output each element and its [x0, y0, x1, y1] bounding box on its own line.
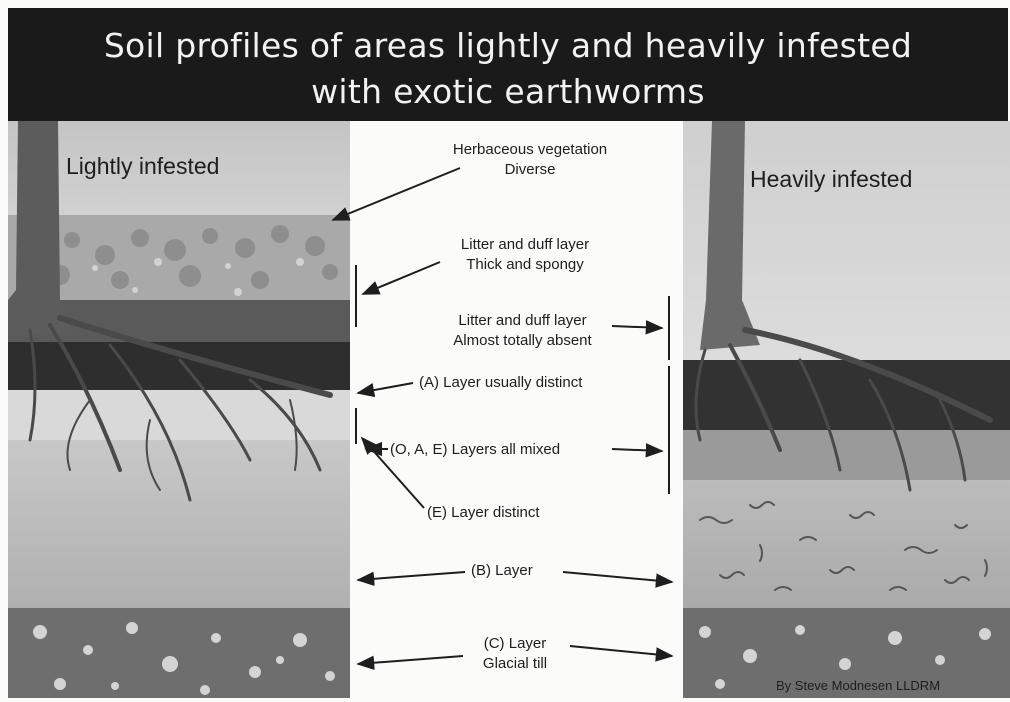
label-litter-absent-line2: Almost totally absent	[425, 331, 620, 351]
label-herbaceous-line1: Herbaceous vegetation	[425, 140, 635, 160]
arrow-c-left	[358, 656, 463, 664]
arrow-c-right	[570, 646, 672, 656]
label-litter-absent-line1: Litter and duff layer	[425, 311, 620, 331]
label-litter-thick: Litter and duff layer Thick and spongy	[425, 235, 625, 275]
label-litter-thick-line1: Litter and duff layer	[425, 235, 625, 255]
label-litter-thick-line2: Thick and spongy	[425, 255, 625, 275]
label-b-layer: (B) Layer	[471, 561, 533, 581]
label-herbaceous: Herbaceous vegetation Diverse	[425, 140, 635, 180]
arrow-b-left	[358, 572, 465, 580]
label-litter-absent: Litter and duff layer Almost totally abs…	[425, 311, 620, 351]
arrow-a-layer	[358, 383, 413, 393]
label-e-layer: (E) Layer distinct	[427, 503, 540, 523]
heavy-panel	[683, 121, 1010, 698]
arrow-b-right	[563, 572, 672, 582]
label-mixed-layers: (O, A, E) Layers all mixed	[390, 440, 560, 460]
heading-heavily-infested: Heavily infested	[750, 166, 912, 193]
a-horizon	[8, 342, 350, 390]
b-horizon-heavy	[683, 480, 1010, 608]
label-a-layer: (A) Layer usually distinct	[419, 373, 582, 393]
arrow-mixed-right	[612, 449, 662, 451]
label-c-layer-line1: (C) Layer	[460, 634, 570, 654]
label-c-layer-line2: Glacial till	[460, 654, 570, 674]
label-herbaceous-line2: Diverse	[425, 160, 635, 180]
a-horizon-heavy	[683, 360, 1010, 430]
label-c-layer: (C) Layer Glacial till	[460, 634, 570, 674]
illustration-credit: By Steve Modnesen LLDRM	[776, 678, 940, 693]
light-panel	[8, 121, 350, 698]
heading-lightly-infested: Lightly infested	[66, 153, 219, 180]
